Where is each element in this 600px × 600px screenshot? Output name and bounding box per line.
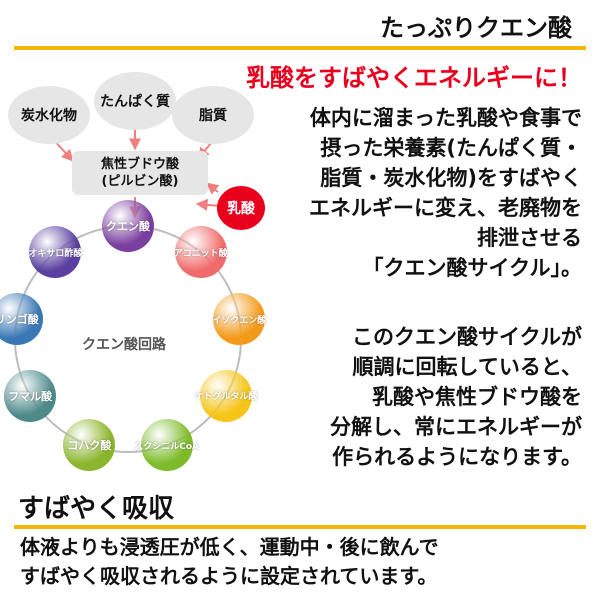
- cycle-node-label: クエン酸: [106, 220, 150, 233]
- paragraph-1-line: 体内に溜まった乳酸や食事で: [309, 106, 582, 130]
- cycle-node: スクシニルCoA: [134, 419, 199, 472]
- arrow-lactic: [206, 182, 220, 195]
- section-underline: [14, 525, 586, 529]
- section-body-line: すばやく吸収されるように設定されています。: [20, 564, 438, 588]
- paragraph-2: このクエン酸サイクルが 順調に回転していると、 乳酸や焦性ブドウ酸を 分解し、常…: [250, 322, 582, 472]
- paragraph-1-line: 「クエン酸サイクル」。: [362, 256, 582, 280]
- section-body-line: 体液よりも浸透圧が低く、運動中・後に飲んで: [20, 535, 439, 559]
- headline: 乳酸をすばやくエネルギーに！: [246, 64, 582, 92]
- cycle-node: コハク酸: [63, 419, 116, 472]
- cycle-node: アコニット酸: [173, 226, 228, 279]
- pyruvate-sublabel: (ピルビン酸): [101, 174, 179, 189]
- cycle-node-label: イソクエン酸: [212, 315, 267, 326]
- cycle-label: クエン酸回路: [82, 337, 166, 353]
- cycle-node-label: アコニット酸: [173, 248, 228, 259]
- section-body: 体液よりも浸透圧が低く、運動中・後に飲んで すばやく吸収されるように設定されてい…: [20, 533, 590, 591]
- cycle-node-label: ケトグルタル酸: [194, 392, 258, 402]
- paragraph-2-line: このクエン酸サイクルが: [352, 325, 582, 349]
- source-protein: たんぱく質: [94, 72, 176, 130]
- section-title: すばやく吸収: [18, 494, 175, 524]
- page-title: たっぷりクエン酸: [380, 14, 572, 42]
- cycle-node: イソクエン酸: [212, 293, 267, 346]
- cycle-node: オキサロ酢酸: [28, 226, 83, 279]
- source-carbohydrate: 炭水化物: [8, 86, 90, 144]
- cycle-node-label: スクシニルCoA: [134, 441, 200, 452]
- cycle-node-label: コハク酸: [67, 439, 112, 453]
- title-underline: [14, 46, 586, 50]
- cycle-node: ケトグルタル酸: [194, 369, 257, 422]
- paragraph-2-line: 作られるようになります。: [332, 445, 582, 469]
- cycle-node-label: フマル酸: [8, 389, 53, 403]
- pyruvate-label: 焦性ブドウ酸: [100, 157, 179, 172]
- paragraph-1-line: 摂った栄養素(たんぱく質・: [320, 136, 582, 160]
- paragraph-1: 体内に溜まった乳酸や食事で 摂った栄養素(たんぱく質・ 脂質・炭水化物)をすばや…: [240, 103, 582, 283]
- paragraph-2-line: 分解し、常にエネルギーが: [330, 415, 582, 439]
- paragraph-2-line: 乳酸や焦性ブドウ酸を: [372, 385, 582, 409]
- cycle-node-label: オキサロ酢酸: [28, 248, 83, 259]
- lactic-acid-badge: 乳酸: [217, 186, 265, 230]
- paragraph-1-line: 脂質・炭水化物)をすばやく: [320, 166, 582, 190]
- cycle-node: クエン酸: [102, 200, 154, 252]
- paragraph-1-line: 排泄させる: [477, 226, 582, 250]
- arrow-lactic-2: [195, 198, 221, 211]
- paragraph-2-line: 順調に回転していると、: [352, 355, 582, 379]
- pyruvate-box: 焦性ブドウ酸 (ピルビン酸): [72, 151, 208, 195]
- paragraph-1-line: エネルギーに変え、老廃物を: [309, 196, 582, 220]
- source-fat: 脂質: [172, 86, 254, 144]
- cycle-node-label: リンゴ酸: [0, 313, 39, 327]
- cycle-node: フマル酸: [4, 369, 57, 422]
- cycle-node: リンゴ酸: [0, 293, 43, 346]
